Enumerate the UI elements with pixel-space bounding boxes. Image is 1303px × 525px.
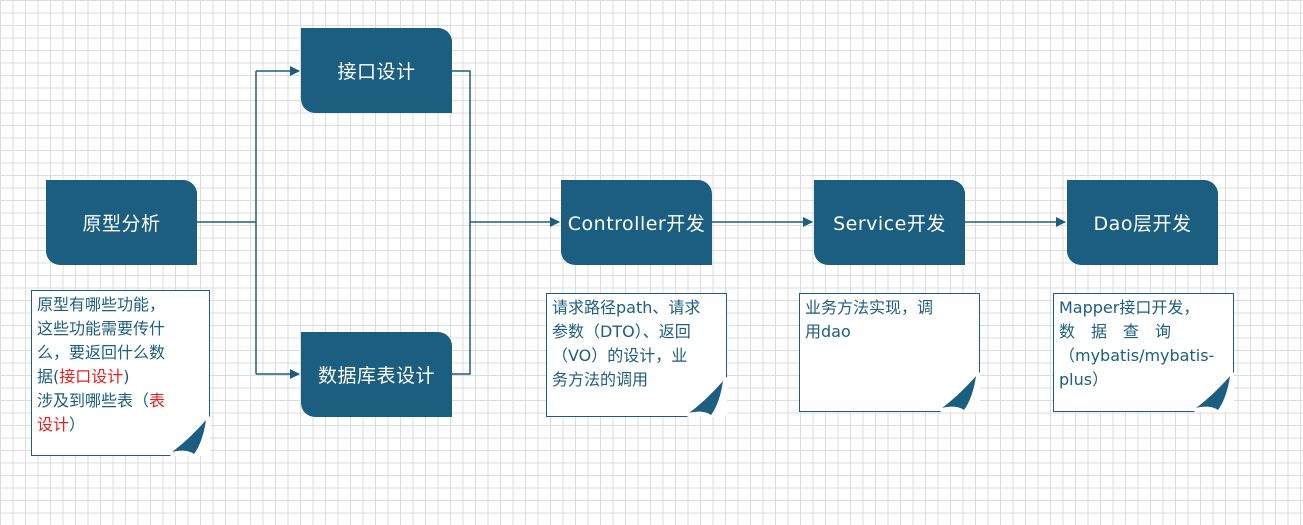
- note-line: 据(接口设计): [37, 365, 204, 389]
- node-prototype-analysis[interactable]: 原型分析: [46, 180, 197, 265]
- note-line: 业务方法实现，调: [805, 298, 934, 317]
- note-line: 用dao: [805, 322, 851, 341]
- note-prototype: 原型有哪些功能， 这些功能需要传什 么，要返回什么数 据(接口设计) 涉及到哪些…: [31, 290, 210, 456]
- note-text: 据(: [37, 367, 60, 386]
- node-dao[interactable]: Dao层开发: [1067, 180, 1218, 265]
- note-line: 数 据 查 询: [1059, 322, 1172, 341]
- node-api-design[interactable]: 接口设计: [301, 28, 452, 113]
- note-text: ）: [69, 415, 86, 434]
- note-text: ): [123, 367, 130, 386]
- note-line: 请求路径path、请求: [552, 298, 701, 317]
- node-controller[interactable]: Controller开发: [561, 180, 712, 265]
- note-line: （VO）的设计，业: [552, 346, 688, 365]
- note-line: 么，要返回什么数: [37, 343, 166, 362]
- note-line: Mapper接口开发，: [1059, 298, 1200, 317]
- note-line: 参数（DTO）、返回: [552, 322, 691, 341]
- page-curl-icon: [687, 377, 727, 417]
- note-text: 涉及到哪些表（: [37, 391, 150, 410]
- note-line: 涉及到哪些表（表: [37, 389, 204, 413]
- note-line: 原型有哪些功能，: [37, 295, 166, 314]
- note-service: 业务方法实现，调 用dao: [799, 293, 980, 412]
- page-curl-icon: [1194, 372, 1234, 412]
- node-service[interactable]: Service开发: [814, 180, 965, 265]
- note-dao: Mapper接口开发， 数 据 查 询 （mybatis/mybatis- pl…: [1053, 293, 1234, 412]
- highlight-api-design: 接口设计: [59, 367, 124, 386]
- note-line: plus）: [1059, 370, 1109, 389]
- note-line: 务方法的调用: [552, 370, 649, 389]
- page-curl-icon: [170, 416, 210, 456]
- note-line: 这些功能需要传什: [37, 319, 166, 338]
- connector-api-design-out: [452, 70, 471, 375]
- note-line: 设计）: [37, 413, 204, 437]
- note-controller: 请求路径path、请求 参数（DTO）、返回 （VO）的设计，业 务方法的调用: [546, 293, 727, 417]
- node-db-design[interactable]: 数据库表设计: [301, 332, 452, 417]
- highlight-table: 表: [149, 391, 166, 410]
- note-line: （mybatis/mybatis-: [1059, 346, 1215, 365]
- page-curl-icon: [940, 372, 980, 412]
- highlight-design: 设计: [37, 415, 70, 434]
